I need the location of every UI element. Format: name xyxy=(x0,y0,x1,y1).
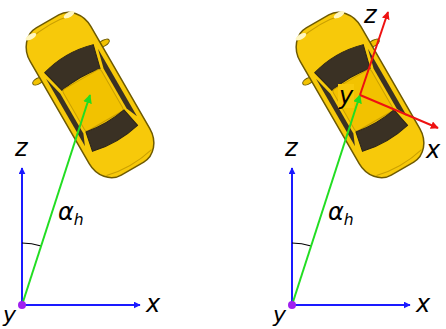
position-vector xyxy=(22,95,90,305)
axis-label: x xyxy=(146,292,160,316)
angle-label: αh xyxy=(328,200,354,228)
angle-arc xyxy=(292,243,311,246)
axis-label: x xyxy=(416,292,430,316)
origin-dot xyxy=(18,301,26,309)
axis-label: y xyxy=(273,304,286,326)
axis-label: z xyxy=(364,3,377,27)
car-illustration xyxy=(279,0,440,191)
position-vector xyxy=(292,95,360,305)
angle-label: αh xyxy=(58,200,84,228)
angle-arc xyxy=(22,243,41,246)
origin-dot xyxy=(288,301,296,309)
z-axis xyxy=(21,168,23,305)
axis-label: y xyxy=(3,304,16,326)
axis-label: z xyxy=(285,136,298,160)
car-x-axis xyxy=(360,95,438,128)
axis-label: y xyxy=(338,84,354,108)
axis-label: z xyxy=(15,136,28,160)
x-axis xyxy=(292,304,410,306)
axis-label: x xyxy=(426,138,440,162)
x-axis xyxy=(22,304,140,306)
z-axis xyxy=(291,168,293,305)
